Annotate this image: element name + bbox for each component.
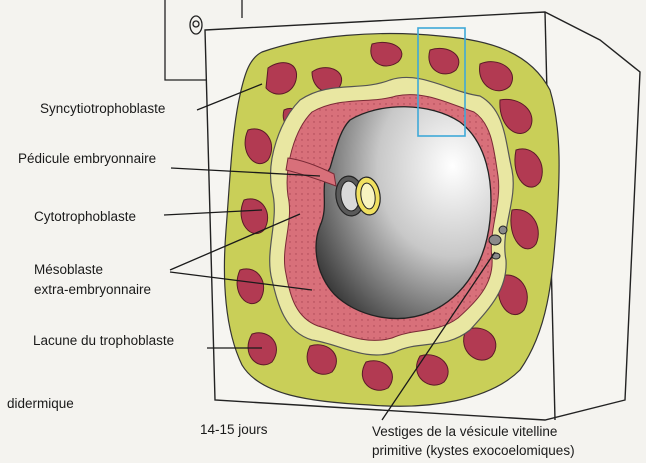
label-lacune: Lacune du trophoblaste [33,332,174,349]
label-pedicule-embryonnaire: Pédicule embryonnaire [18,150,156,167]
label-didermique: didermique [7,395,74,412]
label-cytotrophoblaste: Cytotrophoblaste [34,208,136,225]
label-mesoblaste-line2: extra-embryonnaire [34,281,151,298]
label-mesoblaste-line1: Mésoblaste [34,261,103,278]
label-syncytiotrophoblaste: Syncytiotrophoblaste [40,100,165,117]
label-vestiges-line1: Vestiges de la vésicule vitelline [372,423,557,440]
label-stage-age: 14-15 jours [200,421,268,438]
label-vestiges-line2: primitive (kystes exocoelomiques) [372,442,575,459]
